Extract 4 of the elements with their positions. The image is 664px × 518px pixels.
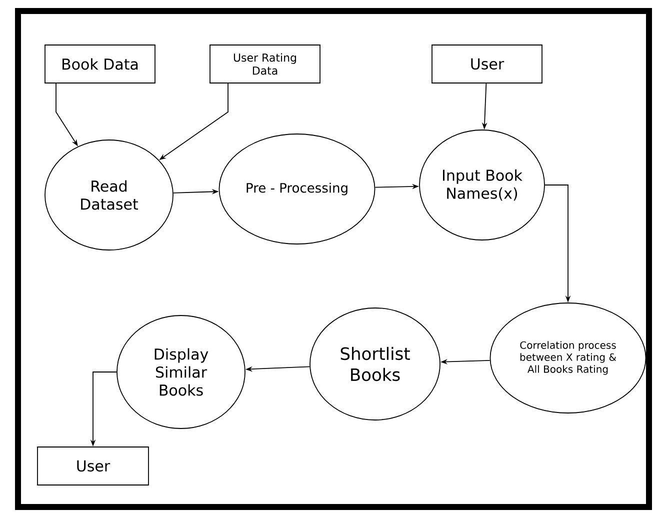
entity-box: User bbox=[432, 44, 542, 84]
entity-box: User Rating Data bbox=[210, 44, 320, 84]
entity-box: User bbox=[37, 446, 149, 486]
entity-box: Book Data bbox=[44, 44, 156, 84]
